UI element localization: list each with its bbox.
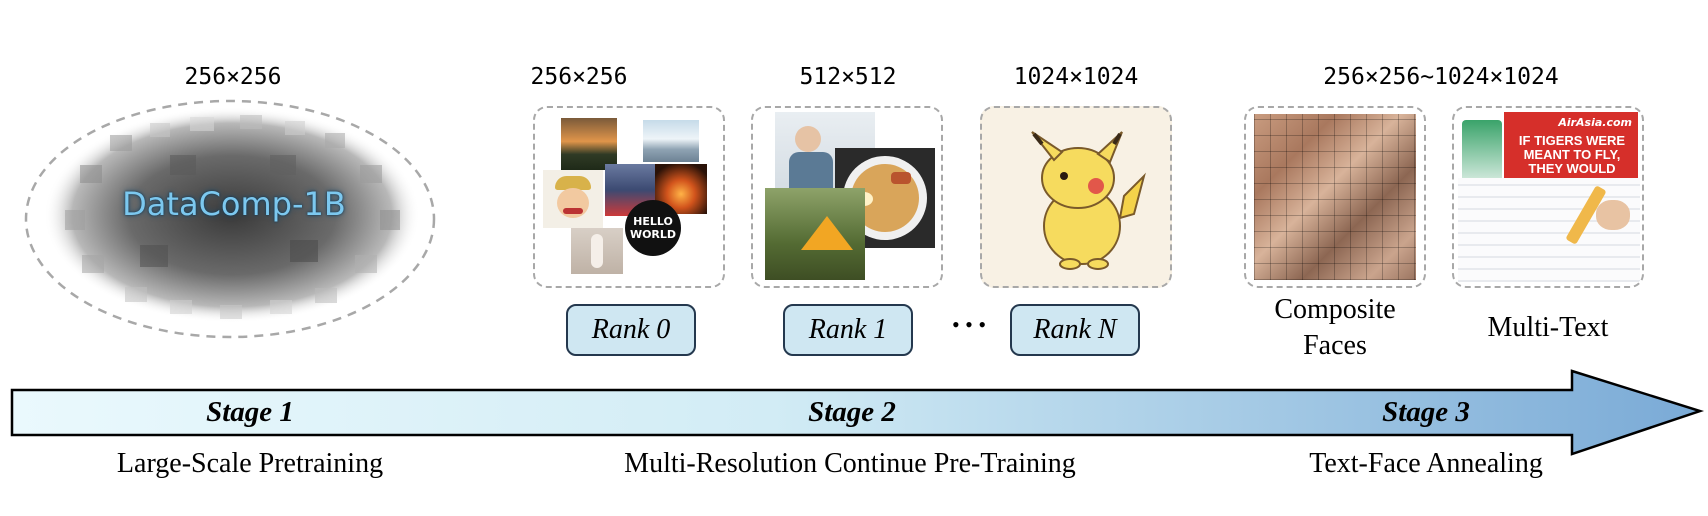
stage3-description: Text-Face Annealing [1309,448,1543,479]
rank0-image-box: HELLO WORLD [533,106,725,288]
rankN-badge: Rank N [1010,304,1140,356]
airasia-poster: AirAsia.com IF TIGERS WERE MEANT TO FLY,… [1504,112,1638,190]
sunset-photo [561,118,617,170]
rankN-resolution: 1024×1024 [1013,64,1139,90]
stage2-description: Multi-Resolution Continue Pre-Training [624,448,1076,479]
stage1-label: Stage 1 [206,396,294,428]
pikachu-illustration [1031,131,1146,270]
stage1-description: Large-Scale Pretraining [116,448,384,479]
multi-text-box: AirAsia.com IF TIGERS WERE MEANT TO FLY,… [1452,106,1644,288]
ranks-ellipsis: • • • [951,312,987,337]
faces-grid [1254,114,1416,280]
timeline-arrow-shape [10,369,1705,456]
camping-photo [765,188,865,280]
stage1-resolution: 256×256 [184,64,282,90]
hello-world-logo: HELLO WORLD [625,200,681,256]
snow-mountain-photo [643,120,699,162]
datacomp-label: DataComp-1B [122,185,346,223]
rank0-badge: Rank 0 [566,304,696,356]
composite-faces-box [1244,106,1426,288]
pikachu-eye [1060,172,1068,180]
datacomp-ellipse [24,99,436,339]
datacomp-image-tiles [65,115,400,319]
rank0-resolution: 256×256 [530,64,628,90]
handwritten-sheet [1458,178,1640,282]
composite-faces-label: Composite Faces [1274,294,1396,361]
ballet-photo [571,228,623,274]
multi-text-label: Multi-Text [1487,312,1609,343]
rankN-image-box [980,106,1172,288]
pikachu-cheek [1088,178,1104,194]
rank1-badge: Rank 1 [783,304,913,356]
stage3-label: Stage 3 [1382,396,1470,428]
rank1-resolution: 512×512 [799,64,897,90]
pikachu-tail [1118,172,1146,220]
rank1-image-box [751,106,943,288]
cartoon-character-photo [543,170,603,228]
datacomp-dashed-ring [24,99,436,339]
datacomp-image-cloud [44,107,420,323]
timeline-arrow [10,369,1705,456]
stage3-resolution: 256×256~1024×1024 [1323,64,1559,90]
stage2-label: Stage 2 [808,396,896,428]
